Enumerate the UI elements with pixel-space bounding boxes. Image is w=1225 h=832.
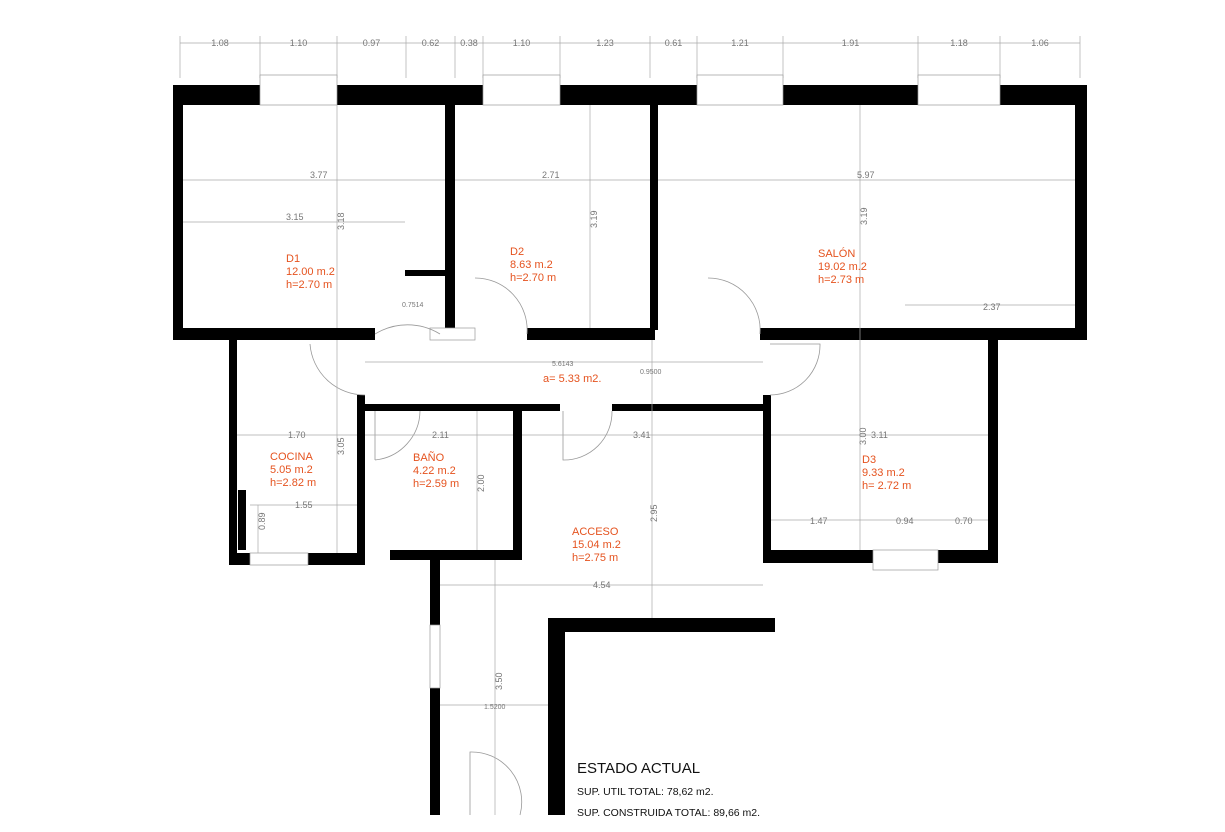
room-labels: D1 12.00 m.2 h=2.70 m D2 8.63 m.2 h=2.70…: [270, 246, 911, 564]
room-area: 12.00 m.2: [286, 266, 335, 278]
dim-d3-width: 3.11: [871, 430, 888, 440]
dim-entry-width: 1.5200: [484, 704, 506, 711]
dim-d3-c: 0.70: [955, 516, 973, 526]
dimension-labels: 3.77 3.15 3.18 0.7514 2.71 3.19 5.97 3.1…: [257, 170, 1001, 711]
dim-bano-width: 2.11: [432, 430, 449, 440]
room-area: 19.02 m.2: [818, 261, 867, 273]
room-area: 4.22 m.2: [413, 465, 456, 477]
room-d2: D2 8.63 m.2 h=2.70 m: [510, 246, 556, 284]
dim-cocina-inner: 1.55: [295, 500, 313, 510]
room-height: h=2.82 m: [270, 477, 316, 489]
top-dimension-label: 0.62: [422, 38, 440, 48]
room-salon: SALÓN 19.02 m.2 h=2.73 m: [818, 247, 867, 286]
dim-d1-depth: 3.18: [336, 212, 346, 230]
room-name: D3: [862, 454, 876, 466]
top-dimension-label: 1.08: [211, 38, 229, 48]
top-dimension-label: 0.97: [363, 38, 381, 48]
dim-cocina-width: 1.70: [288, 430, 306, 440]
dim-cocina-small: 0.89: [257, 512, 267, 530]
dim-d2-depth: 3.19: [589, 210, 599, 228]
room-cocina: COCINA 5.05 m.2 h=2.82 m: [270, 451, 316, 489]
top-dimension-label: 0.38: [460, 38, 478, 48]
room-height: h=2.70 m: [286, 279, 332, 291]
top-dimension-label: 1.10: [290, 38, 308, 48]
dim-d2-width: 2.71: [542, 170, 560, 180]
plan-title: ESTADO ACTUAL: [577, 760, 701, 777]
room-height: h= 2.72 m: [862, 480, 911, 492]
top-dimension-chain: 1.08 1.10 0.97 0.62 0.38 1.10 1.23 0.61 1.21 1.91…: [179, 36, 1081, 78]
room-name: D2: [510, 246, 524, 258]
room-area: 8.63 m.2: [510, 259, 553, 271]
dim-acceso-depth: 2.95: [649, 504, 659, 522]
dim-d3-a: 1.47: [810, 516, 828, 526]
dim-salon-partial: 2.37: [983, 302, 1001, 312]
top-dimension-label: 1.18: [950, 38, 968, 48]
room-name: D1: [286, 253, 300, 265]
sup-construida-total: SUP. CONSTRUIDA TOTAL: 89,66 m2.: [577, 807, 761, 819]
room-bano: BAÑO 4.22 m.2 h=2.59 m: [413, 451, 459, 490]
room-height: h=2.59 m: [413, 478, 459, 490]
dim-hall-width: 0.9500: [640, 369, 662, 376]
dim-cocina-depth: 3.05: [336, 437, 346, 455]
dim-salon-depth: 3.19: [859, 207, 869, 225]
dim-closet: 0.7514: [402, 302, 424, 309]
room-name: ACCESO: [572, 526, 619, 538]
room-acceso: ACCESO 15.04 m.2 h=2.75 m: [572, 526, 621, 564]
dimension-lines: [183, 105, 1075, 815]
room-height: h=2.70 m: [510, 272, 556, 284]
doors: [309, 277, 821, 816]
top-dimension-label: 1.10: [513, 38, 531, 48]
room-d3: D3 9.33 m.2 h= 2.72 m: [862, 454, 911, 492]
room-area: 5.05 m.2: [270, 464, 313, 476]
room-name: BAÑO: [413, 451, 445, 464]
room-name: COCINA: [270, 451, 313, 463]
room-height: h=2.73 m: [818, 274, 864, 286]
dim-acceso-width: 3.41: [633, 430, 651, 440]
room-area: 9.33 m.2: [862, 467, 905, 479]
top-dimension-label: 1.91: [842, 38, 860, 48]
room-height: h=2.75 m: [572, 552, 618, 564]
dim-salon-width: 5.97: [857, 170, 875, 180]
walls: [173, 85, 1087, 815]
dim-d3-b: 0.94: [896, 516, 914, 526]
top-dimension-label: 1.23: [596, 38, 614, 48]
dim-d1-inner: 3.15: [286, 212, 304, 222]
sup-util-total: SUP. UTIL TOTAL: 78,62 m2.: [577, 786, 714, 798]
dim-hall-length: 5.6143: [552, 361, 574, 368]
dim-entry-depth: 3.50: [494, 672, 504, 690]
top-dimension-label: 1.06: [1031, 38, 1049, 48]
room-area: 15.04 m.2: [572, 539, 621, 551]
room-d1: D1 12.00 m.2 h=2.70 m: [286, 253, 335, 291]
windows: [249, 74, 1001, 689]
room-pasillo-area: a= 5.33 m2.: [543, 373, 601, 385]
top-dimension-label: 0.61: [665, 38, 683, 48]
dim-d3-depth: 3.00: [858, 427, 868, 445]
dim-bano-depth: 2.00: [476, 474, 486, 492]
dim-acceso-lower: 4.54: [593, 580, 611, 590]
dim-d1-width: 3.77: [310, 170, 328, 180]
room-name: SALÓN: [818, 247, 855, 260]
top-dimension-label: 1.21: [731, 38, 749, 48]
